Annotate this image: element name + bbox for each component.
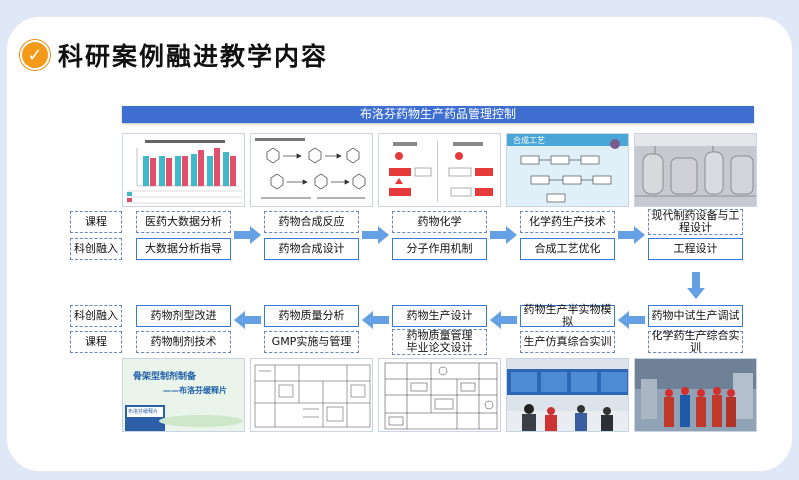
research-box: 药物质量分析 [264,305,359,327]
row-label-research: 科创融入 [70,305,122,327]
research-box: 药物中试生产调试 [648,305,743,327]
right-arrow-icon [618,226,645,244]
research-box: 合成工艺优化 [520,238,615,260]
left-arrow-icon [490,311,517,329]
synthesis-flow-title: 合成工艺 [513,136,545,145]
control-room-photo [506,358,629,432]
page-header: ✓ 科研案例融进教学内容 [20,38,328,72]
course-box: 药物质量管理毕业论文设计 [392,329,487,355]
mechanism-diagram-thumbnail [378,133,501,207]
course-box: 药物化学 [392,211,487,233]
course-box: 生产仿真综合实训 [520,331,615,353]
right-arrow-icon [234,226,261,244]
course-box: GMP实施与管理 [264,331,359,353]
row-label-research: 科创融入 [70,238,122,260]
research-box: 药物剂型改进 [136,305,231,327]
right-arrow-icon [362,226,389,244]
course-box: 药物合成反应 [264,211,359,233]
banner-title: 布洛芬药物生产药品管理控制 [122,106,754,123]
research-box: 大数据分析指导 [136,238,231,260]
drug-ad-subtitle: ——布洛芬缓释片 [163,386,227,395]
research-box: 工程设计 [648,238,743,260]
course-box: 化学药生产综合实训 [648,330,743,354]
drug-ad-title: 骨架型制剂制备 [133,372,197,382]
bar-chart-thumbnail [122,133,245,207]
reaction-scheme-thumbnail [250,133,373,207]
course-box: 化学药生产技术 [520,211,615,233]
synthesis-process-thumbnail: 合成工艺 [506,133,629,207]
course-box: 药物制剂技术 [136,331,231,353]
research-box: 分子作用机制 [392,238,487,260]
course-box: 现代制药设备与工程设计 [648,209,743,235]
left-arrow-icon [618,311,645,329]
research-box: 药物合成设计 [264,238,359,260]
page-title: 科研案例融进教学内容 [58,42,329,71]
row-label-course: 课程 [70,211,122,233]
research-box: 药物生产设计 [392,305,487,327]
course-box: 医药大数据分析 [136,211,231,233]
down-arrow-icon [687,272,705,299]
left-arrow-icon [362,311,389,329]
pharma-equipment-photo [634,133,757,207]
research-box: 药物生产半实物模拟 [520,304,615,328]
drug-formulation-thumbnail: 骨架型制剂制备 ——布洛芬缓释片 布洛芬缓释片 [122,358,245,432]
left-arrow-icon [234,311,261,329]
floor-plan-thumbnail [250,358,373,432]
workshop-photo [634,358,757,432]
plant-layout-thumbnail [378,358,501,432]
right-arrow-icon [490,226,517,244]
checkmark-icon: ✓ [20,40,50,70]
drug-box-label: 布洛芬缓释片 [128,409,159,415]
row-label-course: 课程 [70,331,122,353]
